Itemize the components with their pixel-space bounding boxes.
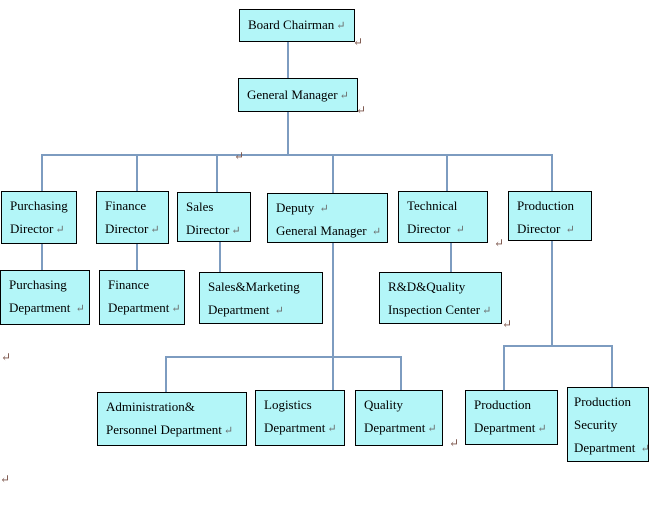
line-break-mark: ↵ (537, 423, 547, 435)
paragraph-mark: ↵ (502, 317, 513, 331)
line-break-mark: ↵ (371, 226, 382, 238)
box-label: Director (186, 222, 230, 237)
trunk-drop-production (551, 156, 553, 191)
line-break-mark: ↵ (339, 89, 349, 102)
box-label: General Manager (276, 223, 370, 238)
line-break-mark: ↵ (482, 305, 492, 317)
conn-technical-rd-center (450, 243, 452, 273)
box-label: Department (574, 440, 639, 455)
box-label: Department (9, 300, 74, 315)
paragraph-mark: ↵ (0, 472, 11, 486)
org-box-admin-personnel-department[interactable]: Administration& Personnel Department↵ (97, 392, 247, 446)
trunk-drop-sales (216, 156, 218, 192)
box-label: Production (574, 394, 632, 409)
org-box-board-chairman[interactable]: Board Chairman↵ (239, 9, 355, 42)
box-label: Inspection Center (388, 302, 481, 317)
branch-drop-quality (400, 356, 402, 390)
box-label: Sales&Marketing (208, 279, 300, 294)
line-break-mark: ↵ (336, 20, 346, 32)
paragraph-mark: ↵ (1, 350, 12, 364)
box-label: Sales (186, 199, 214, 214)
box-label: Quality (364, 397, 403, 412)
box-label: Director (105, 221, 149, 236)
box-label: Department (474, 420, 536, 435)
deputy-branch-line (165, 356, 402, 358)
box-label: Director (517, 221, 564, 236)
box-label: Logistics (264, 397, 312, 412)
conn-chairman-gm (287, 42, 289, 78)
box-label: Department (364, 420, 426, 435)
line-break-mark: ↵ (274, 305, 284, 317)
line-break-mark: ↵ (231, 225, 241, 237)
branch-drop-production-dept (503, 345, 505, 390)
line-break-mark: ↵ (427, 423, 437, 435)
conn-deputy-branch (332, 243, 334, 390)
box-label: Director (407, 221, 454, 236)
box-label: Purchasing (9, 277, 67, 292)
conn-finance-dir-dept (136, 244, 138, 270)
line-break-mark: ↵ (223, 425, 234, 437)
org-box-quality-department[interactable]: Quality Department↵ (355, 390, 443, 446)
line-break-mark: ↵ (640, 443, 650, 455)
trunk-drop-technical (446, 156, 448, 191)
box-label: Production (517, 198, 575, 213)
org-box-general-manager[interactable]: General Manager↵ (238, 78, 358, 112)
line-break-mark: ↵ (565, 224, 575, 236)
line-break-mark: ↵ (319, 203, 329, 215)
trunk-line (41, 154, 553, 156)
box-label: Personnel Department (106, 422, 222, 437)
box-label: General Manager (247, 86, 338, 102)
org-box-production-security-department[interactable]: Production Security Department ↵ (567, 387, 650, 462)
org-box-rd-quality-inspection-center[interactable]: R&D&Quality Inspection Center↵ (379, 272, 502, 324)
org-box-logistics-department[interactable]: Logistics Department↵ (255, 390, 345, 446)
org-box-sales-director[interactable]: Sales Director↵ (177, 192, 251, 242)
line-break-mark: ↵ (150, 224, 160, 236)
trunk-drop-deputy (332, 156, 334, 193)
box-label: Deputy (276, 200, 318, 215)
paragraph-mark: ↵ (356, 103, 367, 117)
box-label: Finance (108, 277, 150, 292)
conn-gm-trunk (287, 112, 289, 154)
org-box-sales-marketing-department[interactable]: Sales&Marketing Department ↵ (199, 272, 323, 324)
org-box-finance-department[interactable]: Finance Department↵ (99, 270, 185, 325)
org-box-purchasing-director[interactable]: Purchasing Director↵ (1, 191, 77, 244)
box-label: Purchasing (10, 198, 68, 213)
branch-drop-production-security (611, 345, 613, 387)
branch-drop-admin (165, 356, 167, 392)
box-label: Administration& (106, 399, 195, 414)
org-box-production-department[interactable]: Production Department↵ (465, 390, 558, 445)
org-box-technical-director[interactable]: Technical Director ↵ (398, 191, 488, 243)
line-break-mark: ↵ (455, 224, 465, 236)
box-label: R&D&Quality (388, 279, 466, 294)
box-label: Production (474, 397, 532, 412)
paragraph-mark: ↵ (449, 436, 460, 450)
line-break-mark: ↵ (75, 303, 85, 315)
org-box-production-director[interactable]: Production Director ↵ (508, 191, 592, 241)
conn-sales-dir-dept (219, 242, 221, 272)
box-label: Director (10, 221, 54, 236)
paragraph-mark: ↵ (353, 35, 364, 49)
box-label: Security (574, 417, 618, 432)
paragraph-mark: ↵ (494, 236, 505, 250)
box-label: Department (264, 420, 326, 435)
box-label: Department (208, 302, 273, 317)
line-break-mark: ↵ (171, 303, 181, 315)
production-branch-line (503, 345, 613, 347)
line-break-mark: ↵ (327, 423, 337, 435)
box-label: Department (108, 300, 170, 315)
org-box-purchasing-department[interactable]: Purchasing Department ↵ (0, 270, 90, 325)
org-box-deputy-general-manager[interactable]: Deputy ↵ General Manager ↵ (267, 193, 388, 243)
box-label: Finance (105, 198, 147, 213)
trunk-drop-purchasing (41, 156, 43, 191)
conn-purchasing-dir-dept (41, 244, 43, 270)
trunk-drop-finance (136, 156, 138, 191)
box-label: Board Chairman (248, 17, 335, 32)
org-box-finance-director[interactable]: Finance Director↵ (96, 191, 169, 244)
paragraph-mark: ↵ (234, 149, 245, 163)
line-break-mark: ↵ (55, 224, 65, 236)
box-label: Technical (407, 198, 458, 213)
conn-production-branch (551, 241, 553, 345)
